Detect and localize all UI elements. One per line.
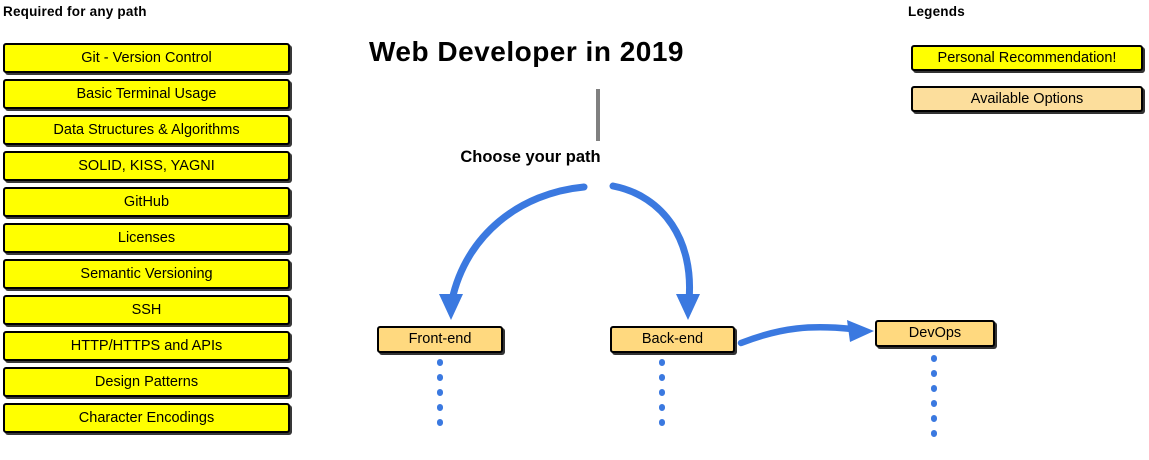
page-title: Web Developer in 2019 (369, 36, 684, 67)
required-topic-item[interactable]: Design Patterns (3, 367, 290, 397)
required-topic-item[interactable]: SSH (3, 295, 290, 325)
path-box-label: DevOps (908, 325, 962, 342)
required-topic-list: Git - Version Control Basic Terminal Usa… (3, 43, 290, 439)
legends-heading: Legends (908, 4, 965, 19)
curved-arrow-down-right-icon (609, 182, 694, 304)
required-topic-item[interactable]: Licenses (3, 223, 290, 253)
choose-your-path-label: Choose your path (460, 148, 601, 166)
required-column-heading: Required for any path (3, 4, 147, 19)
legend-item-available-options: Available Options (911, 86, 1143, 112)
required-topic-label: Semantic Versioning (80, 265, 213, 282)
legend-item-label: Personal Recommendation! (937, 49, 1117, 66)
required-topic-label: Design Patterns (94, 373, 199, 390)
required-topic-label: Basic Terminal Usage (76, 85, 217, 102)
required-topic-label: Git - Version Control (81, 49, 212, 66)
required-topic-label: Data Structures & Algorithms (53, 121, 240, 138)
required-topic-item[interactable]: Git - Version Control (3, 43, 290, 73)
path-box-label: Back-end (641, 331, 704, 348)
curved-arrow-down-left-head-icon (439, 294, 463, 320)
required-topic-label: Character Encodings (78, 409, 215, 426)
required-topic-label: SOLID, KISS, YAGNI (78, 157, 215, 174)
curved-arrow-down-right-head-icon (676, 294, 700, 320)
curved-arrow-right-icon (737, 323, 856, 347)
required-topic-label: GitHub (123, 193, 170, 210)
required-topic-item[interactable]: GitHub (3, 187, 290, 217)
required-topic-item[interactable]: Data Structures & Algorithms (3, 115, 290, 145)
required-topic-label: HTTP/HTTPS and APIs (70, 337, 223, 354)
path-box-back-end[interactable]: Back-end (610, 326, 735, 353)
path-box-label: Front-end (408, 331, 472, 348)
required-topic-item[interactable]: HTTP/HTTPS and APIs (3, 331, 290, 361)
curved-arrow-down-left-icon (448, 183, 588, 304)
required-topic-item[interactable]: SOLID, KISS, YAGNI (3, 151, 290, 181)
dotted-line-vertical-icon (437, 355, 937, 443)
path-box-devops[interactable]: DevOps (875, 320, 995, 347)
curved-arrow-right-head-icon (847, 320, 874, 342)
legend-item-label: Available Options (970, 90, 1084, 107)
legend-item-personal-recommendation: Personal Recommendation! (911, 45, 1143, 71)
required-topic-item[interactable]: Semantic Versioning (3, 259, 290, 289)
required-topic-label: Licenses (117, 229, 176, 246)
required-topic-label: SSH (131, 301, 162, 318)
required-topic-item[interactable]: Character Encodings (3, 403, 290, 433)
required-topic-item[interactable]: Basic Terminal Usage (3, 79, 290, 109)
path-box-front-end[interactable]: Front-end (377, 326, 503, 353)
